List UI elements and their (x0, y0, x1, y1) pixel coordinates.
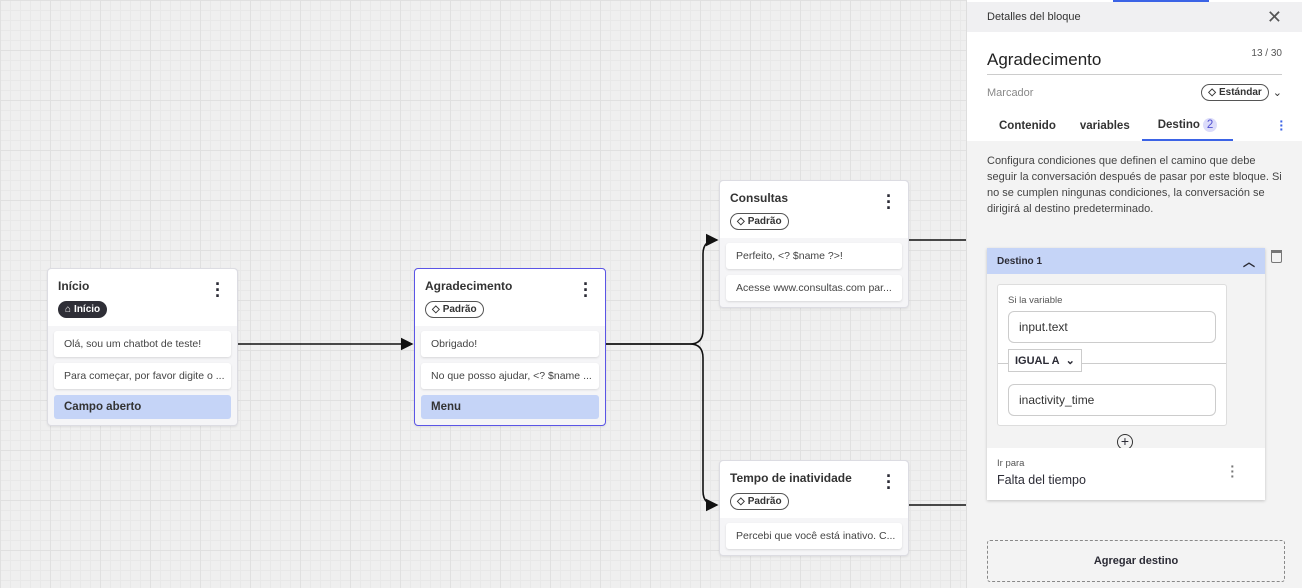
input-block[interactable]: Campo aberto (54, 395, 231, 419)
more-options-icon[interactable]: ··· (886, 466, 892, 498)
divider (998, 363, 1226, 364)
count-badge: 2 (1202, 118, 1218, 132)
connections (238, 233, 966, 512)
add-destination-button[interactable]: Agregar destino (987, 540, 1285, 582)
more-options-icon[interactable]: ··· (1230, 458, 1235, 484)
tab-contenido[interactable]: Contenido (999, 120, 1056, 132)
goto-value[interactable]: Falta del tiempo (997, 473, 1086, 487)
more-options-icon[interactable]: ··· (215, 274, 221, 306)
home-icon: ⌂ (65, 304, 72, 315)
marker-label: Marcador (987, 86, 1034, 99)
node-tempo-inatividade[interactable]: Tempo de inatividade ··· ◇Padrão Percebi… (719, 460, 909, 556)
block-details-panel: Detalles del bloque ✕ Agradecimento 13 / … (966, 0, 1302, 588)
message[interactable]: Acesse www.consultas.com par... (726, 275, 902, 301)
node-agradecimento[interactable]: Agradecimento ··· ◇Padrão Obrigado! No q… (414, 268, 606, 426)
value-input[interactable]: inactivity_time (1008, 384, 1216, 416)
condition-box: Si la variable input.text IGUAL A⌄ inact… (997, 284, 1227, 426)
node-title: Agradecimento (425, 279, 513, 293)
variable-input[interactable]: input.text (1008, 311, 1216, 343)
message[interactable]: Perfeito, <? $name ?>! (726, 243, 902, 269)
goto-label: Ir para (997, 458, 1025, 469)
chevron-up-icon[interactable]: ︿ (1242, 254, 1255, 269)
tag-icon: ◇ (737, 216, 745, 227)
node-title: Início (58, 279, 90, 293)
char-count: 13 / 30 (1251, 48, 1282, 59)
message[interactable]: Olá, sou um chatbot de teste! (54, 331, 231, 357)
operator-select[interactable]: IGUAL A⌄ (1008, 349, 1082, 372)
close-icon[interactable]: ✕ (1266, 6, 1282, 27)
node-inicio[interactable]: Início ··· ⌂Início Olá, sou um chatbot d… (47, 268, 238, 426)
more-options-icon[interactable]: ··· (583, 274, 589, 306)
tag-icon: ◇ (432, 304, 440, 315)
node-title: Tempo de inatividade (730, 471, 852, 485)
tag-icon: ◇ (1208, 87, 1216, 98)
tab-variables[interactable]: variables (1079, 120, 1130, 132)
tag: ◇Padrão (730, 213, 789, 230)
chevron-down-icon: ⌄ (1065, 355, 1075, 367)
panel-header: Detalles del bloque (987, 11, 1081, 23)
input-block[interactable]: Menu (421, 395, 599, 419)
message[interactable]: No que posso ajudar, <? $name ... (421, 363, 599, 389)
message[interactable]: Para começar, por favor digite o ... (54, 363, 231, 389)
trash-icon[interactable] (1271, 250, 1282, 263)
tag: ◇Padrão (425, 301, 484, 318)
destination-card: Destino 1 ︿ Si la variable input.text IGU… (987, 248, 1265, 500)
connection-agradecimento-tempo (606, 343, 719, 512)
block-name-input[interactable]: Agradecimento (987, 50, 1102, 69)
marker-tag: ◇Estándar (1201, 84, 1269, 101)
chevron-down-icon: ⌄ (1272, 87, 1282, 99)
tag: ◇Padrão (730, 493, 789, 510)
marker-select[interactable]: ◇Estándar⌄ (1201, 84, 1282, 101)
destination-title: Destino 1 (997, 255, 1043, 267)
destination-description: Configura condiciones que definen el cam… (987, 155, 1282, 215)
more-options-icon[interactable]: ··· (1279, 113, 1284, 137)
node-title: Consultas (730, 191, 789, 205)
condition-label: Si la variable (1008, 295, 1063, 306)
message[interactable]: Obrigado! (421, 331, 599, 357)
connection-agradecimento-consultas (606, 233, 719, 345)
start-tag: ⌂Início (58, 301, 108, 318)
node-consultas[interactable]: Consultas ··· ◇Padrão Perfeito, <? $name… (719, 180, 909, 308)
top-indicator (1113, 0, 1209, 2)
tag-icon: ◇ (737, 496, 745, 507)
more-options-icon[interactable]: ··· (886, 186, 892, 218)
message[interactable]: Percebi que você está inativo. C... (726, 523, 902, 549)
